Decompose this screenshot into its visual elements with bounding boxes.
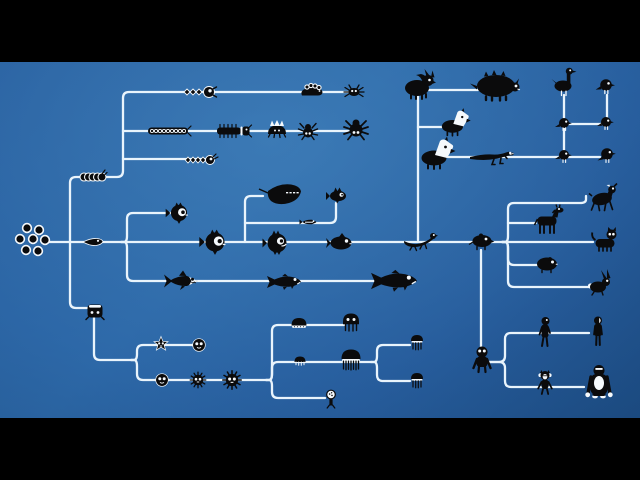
caterpillar-icon [79, 169, 108, 182]
edge-mammal-goat [500, 194, 588, 244]
round-microbe-icon [192, 338, 206, 352]
gorilla-icon [585, 365, 613, 399]
goose-icon [551, 67, 577, 97]
minnow-icon [299, 219, 317, 225]
cat-icon [591, 227, 617, 252]
ocean-gradient-background [0, 62, 640, 418]
letterbox-top [0, 0, 640, 62]
bristle-worm-icon [184, 153, 219, 165]
edge-fish-top-branch [119, 211, 174, 244]
crab-icon [343, 84, 365, 98]
sea-urchin-large-icon [222, 370, 242, 390]
manta-ray-icon [258, 184, 301, 205]
edge-mammal-rabbit [500, 240, 591, 289]
star-microbe-icon [153, 335, 169, 351]
horse-icon [533, 204, 564, 234]
trilobite-chain-icon [183, 86, 218, 98]
edge-cnidarian-mid [264, 360, 373, 382]
sea-urchin-icon [189, 371, 207, 389]
edge-worm-trunk [68, 175, 89, 310]
spider-icon [297, 122, 319, 141]
edge-cnidarian-bottom [264, 378, 327, 400]
perching-bird-icon [597, 117, 614, 131]
tarantula-icon [343, 119, 369, 141]
edge-cnidarian-split-bottom [369, 360, 412, 383]
small-jellyfish-icon [294, 356, 306, 366]
perching-bird-icon [555, 150, 572, 164]
goat-icon [588, 182, 618, 212]
ceratopsian-dinosaur-icon [405, 69, 436, 100]
flatworm-icon [82, 238, 104, 246]
big-eye-fish-icon [165, 202, 188, 224]
human-icon [593, 316, 603, 346]
cell-cluster-icon [14, 222, 51, 257]
edge-primate-top [487, 331, 591, 364]
edge-echinoderm-trunk [92, 315, 137, 362]
frilled-dinosaur-icon [441, 108, 471, 137]
edge-fish-bottom-branch [119, 240, 402, 283]
jellyfish-icon [411, 335, 423, 351]
perching-bird-icon [555, 118, 572, 132]
edge-echinoderm-bottom [129, 358, 268, 382]
big-jellyfish-icon [341, 349, 361, 371]
millipede-icon [148, 125, 192, 137]
letterbox-bottom [0, 418, 640, 480]
edge-minnow-branch [243, 201, 338, 225]
crowned-barnacle-icon [267, 120, 287, 139]
salamander-icon [403, 233, 438, 252]
edge-primate-bottom [487, 360, 586, 389]
salmon-icon [267, 273, 301, 290]
piranha-icon [262, 230, 287, 255]
monkey-icon [537, 370, 553, 395]
hydra-icon [326, 389, 336, 409]
jellyfish-icon [411, 373, 423, 389]
shrew-icon [468, 233, 495, 251]
centipede-icon [217, 123, 253, 139]
early-hominid-icon [538, 317, 551, 347]
edge-cnidarian-split-top [369, 343, 412, 364]
dark-fish-icon [326, 233, 352, 250]
shark-icon [164, 270, 198, 290]
frilled-dinosaur-icon [421, 136, 456, 170]
guinea-pig-icon [537, 257, 558, 274]
songbird-icon [597, 148, 616, 164]
edge-arthropod-trunk-row1 [100, 90, 350, 179]
large-salmon-icon [371, 269, 417, 292]
theropod-dinosaur-icon [470, 151, 514, 166]
ape-icon [472, 346, 492, 374]
spiny-fish-icon [326, 187, 346, 204]
sea-slug-icon [301, 82, 323, 96]
eyed-jellyfish-icon [343, 313, 359, 332]
ankylosaurus-icon [470, 70, 521, 102]
rabbit-icon [587, 269, 611, 296]
edge-cnidarian-top [264, 323, 346, 382]
tunicate-icon [85, 304, 105, 321]
round-microbe-icon [155, 373, 169, 387]
cap-jellyfish-icon [291, 318, 307, 328]
crow-icon [595, 79, 615, 95]
round-fish-icon [199, 229, 226, 255]
edge-ray-branch [243, 194, 265, 244]
